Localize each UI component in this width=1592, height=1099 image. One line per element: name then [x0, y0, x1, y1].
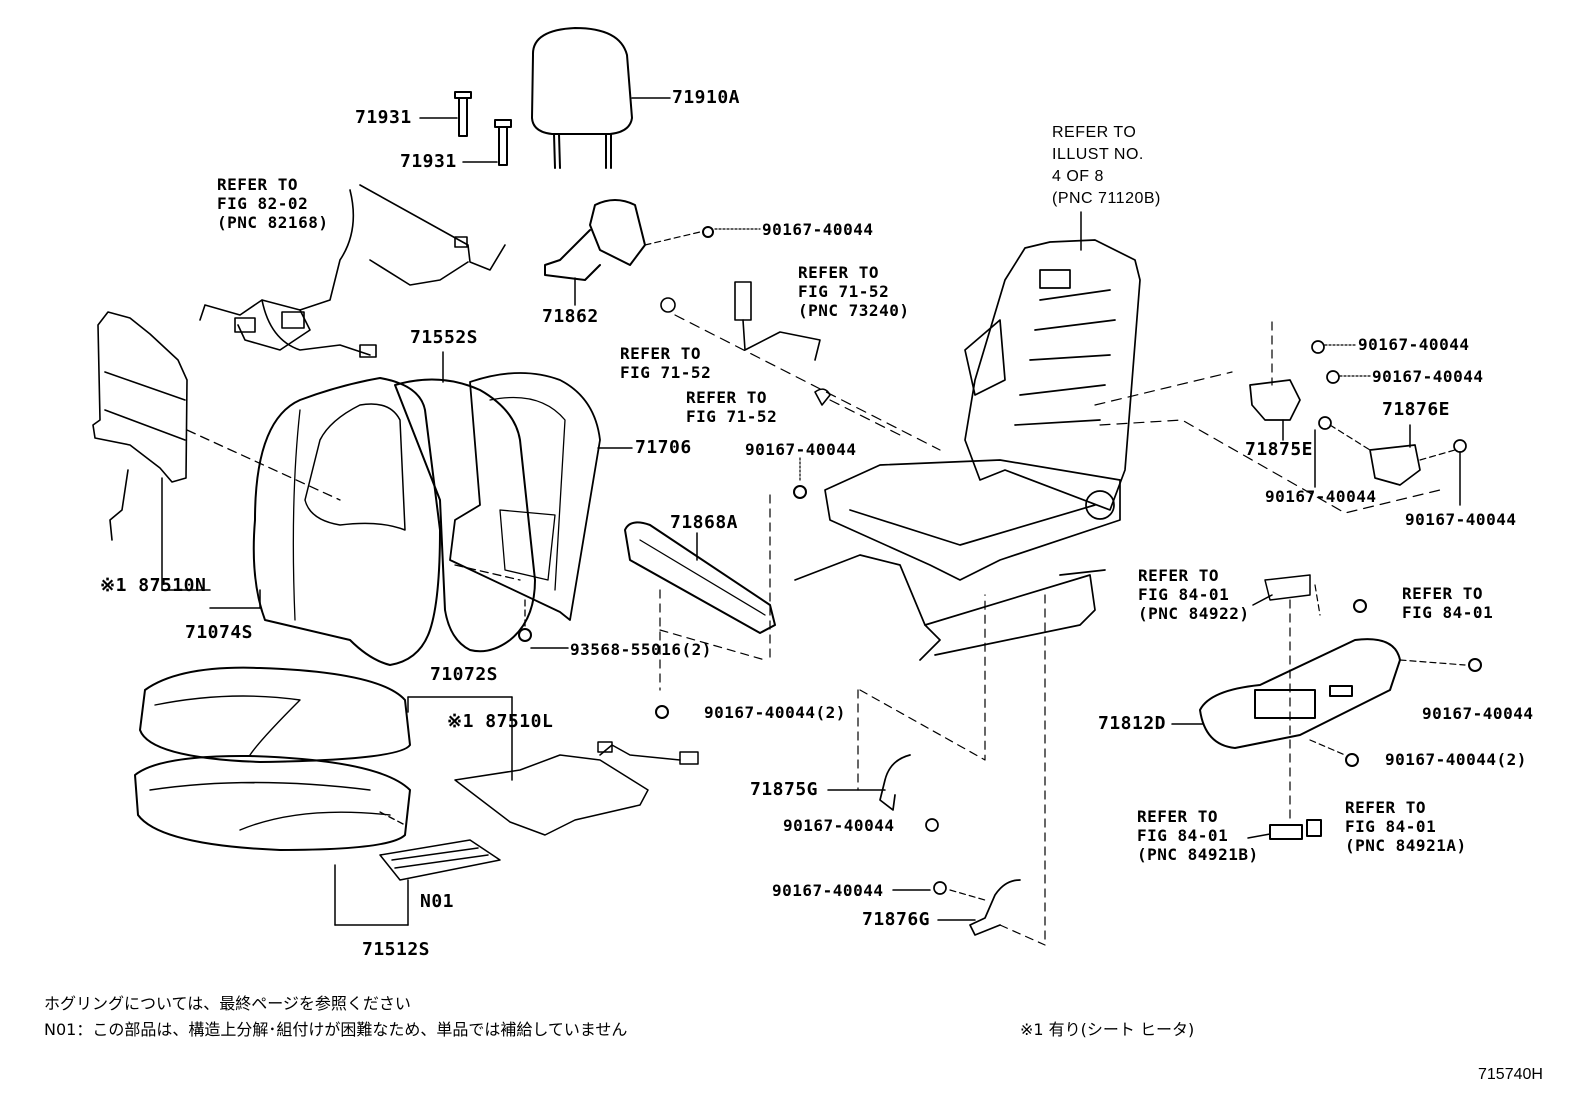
part-label-71862: 71862: [542, 306, 599, 327]
fastener-label-side-cover: 90167-40044: [1422, 704, 1534, 723]
fastener-label-71875G: 90167-40044: [783, 816, 895, 835]
recliner-cover-shape: [544, 199, 646, 281]
fastener-label-recliner: 90167-40044: [762, 220, 874, 239]
seatback-cushion-shape: [252, 377, 441, 666]
seat-frame-shape: [794, 239, 1141, 661]
part-label-71552S: 71552S: [410, 327, 479, 348]
part-label-71876E: 71876E: [1382, 399, 1451, 420]
fastener-label-hinge-4: 90167-40044: [1405, 510, 1517, 529]
part-label-87510L: ※1 87510L: [447, 711, 554, 732]
part-label-71706: 71706: [635, 437, 692, 458]
part-label-71512S: 71512S: [362, 939, 431, 960]
reference-fig-84-01-c: REFER TO FIG 84-01 (PNC 84921B): [1137, 807, 1259, 864]
fastener-label-front-cover-bottom: 90167-40044(2): [704, 703, 846, 722]
part-label-71074S: 71074S: [185, 622, 254, 643]
reference-fig-71-52-b: REFER TO FIG 71-52: [686, 388, 778, 426]
back-heater-shape: [92, 311, 188, 541]
reference-fig-82-02: REFER TO FIG 82-02 (PNC 82168): [217, 175, 329, 232]
seat-heater-shape: [454, 741, 699, 836]
front-cover-shape: [624, 521, 776, 634]
seat-belt-buckle-shape: [660, 281, 831, 406]
hinge-cover-shape: [1249, 340, 1467, 486]
seatback-pad-shape: [394, 372, 601, 653]
part-label-71910A: 71910A: [672, 87, 741, 108]
part-label-71931-lower: 71931: [400, 151, 457, 172]
part-label-71072S: 71072S: [430, 664, 499, 685]
illustration-code: 715740H: [1478, 1066, 1543, 1083]
part-label-71868A: 71868A: [670, 512, 739, 533]
note-n01: N01：この部品は、構造上分解･組付けが困難なため、単品では補給していません: [44, 1020, 628, 1039]
seat-cushion-shape: [134, 666, 411, 851]
fastener-label-71876G: 90167-40044: [772, 881, 884, 900]
reference-fig-84-01-a: REFER TO FIG 84-01 (PNC 84922): [1138, 566, 1250, 623]
headrest-guide-shapes: [454, 91, 512, 166]
lower-hinge-shape: [879, 754, 1021, 936]
reference-illust-4-of-8: REFER TO ILLUST NO. 4 OF 8 (PNC 71120B): [1052, 124, 1161, 207]
reference-fig-71-52-belt: REFER TO FIG 71-52 (PNC 73240): [798, 263, 910, 320]
part-label-71812D: 71812D: [1098, 713, 1167, 734]
part-label-71875G: 71875G: [750, 779, 819, 800]
fastener-label-side-cover-2: 90167-40044(2): [1385, 750, 1527, 769]
heater-wire-shape: [379, 839, 501, 881]
note-seat-heater-mark: ※1 有り(シート ヒータ): [1020, 1020, 1195, 1039]
part-label-87510N: ※1 87510N: [100, 575, 207, 596]
fastener-label-seatback-clip: 93568-55016(2): [570, 640, 712, 659]
part-label-N01: N01: [420, 891, 455, 912]
part-label-71875E: 71875E: [1245, 439, 1314, 460]
fastener-label-hinge-2: 90167-40044: [1372, 367, 1484, 386]
note-hogring: ホグリングについては、最終ページを参照ください: [44, 994, 411, 1013]
headrest-shape: [531, 27, 633, 169]
reference-fig-84-01-d: REFER TO FIG 84-01 (PNC 84921A): [1345, 798, 1467, 855]
reference-fig-84-01-b: REFER TO FIG 84-01: [1402, 584, 1494, 622]
wire-harness-shape: [199, 184, 506, 358]
reference-fig-71-52-a: REFER TO FIG 71-52: [620, 344, 712, 382]
part-label-71876G: 71876G: [862, 909, 931, 930]
fastener-label-hinge-3: 90167-40044: [1265, 487, 1377, 506]
side-cover-shape: [1199, 638, 1401, 749]
fastener-label-hinge-1: 90167-40044: [1358, 335, 1470, 354]
fastener-label-front-cover-top: 90167-40044: [745, 440, 857, 459]
part-label-71931-upper: 71931: [355, 107, 412, 128]
